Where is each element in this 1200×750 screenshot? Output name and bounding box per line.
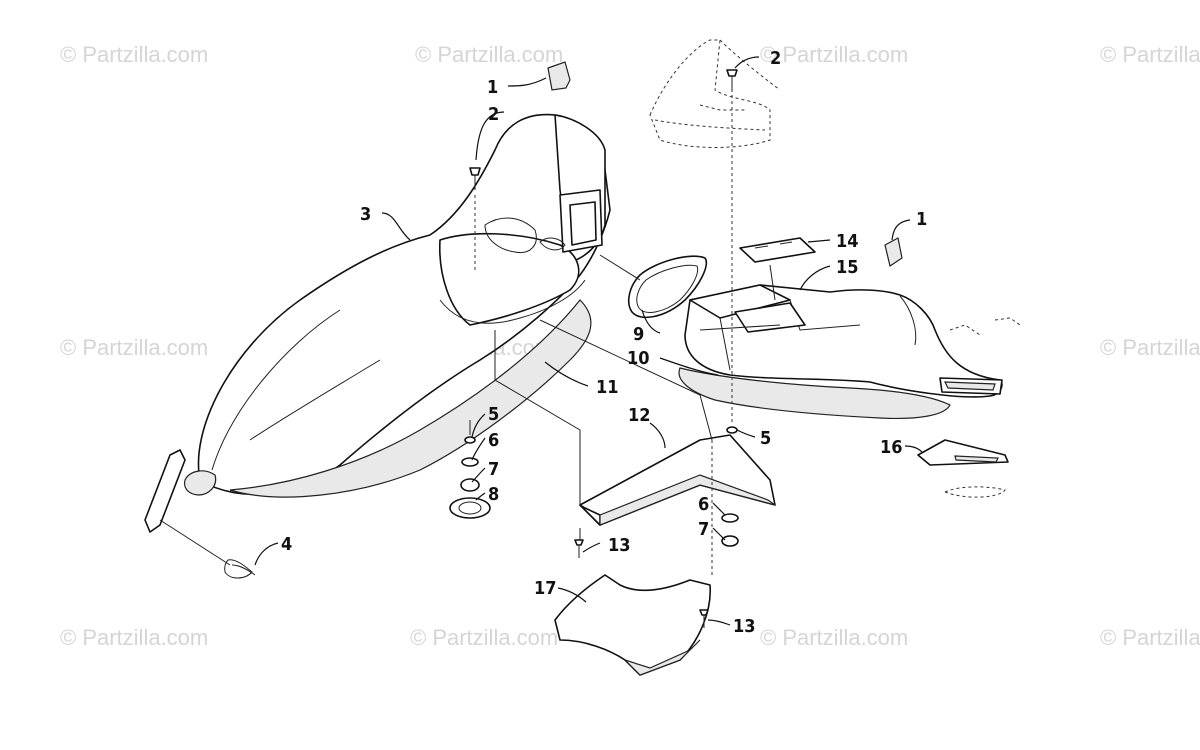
watermark: © Partzilla.com <box>760 42 908 67</box>
plate-part-14 <box>739 237 816 263</box>
callout-12: 12 <box>628 405 651 426</box>
watermark: © Partzilla.com <box>1100 625 1200 650</box>
callout-labels: 1 2 2 3 1 14 15 9 10 11 12 5 6 7 8 5 16 … <box>281 48 927 637</box>
callout-3: 3 <box>360 204 371 225</box>
callout-6: 6 <box>488 430 499 451</box>
clip-part-4 <box>144 449 256 579</box>
callout-13: 13 <box>608 535 631 556</box>
callout-5: 5 <box>488 404 499 425</box>
callout-7: 7 <box>698 519 709 540</box>
callout-10: 10 <box>627 348 650 369</box>
callout-1: 1 <box>916 209 927 230</box>
callout-17: 17 <box>534 578 557 599</box>
watermark: © Partzilla.com <box>60 335 208 360</box>
callout-16: 16 <box>880 437 903 458</box>
callout-9: 9 <box>633 324 644 345</box>
callout-1: 1 <box>487 77 498 98</box>
callout-4: 4 <box>281 534 292 555</box>
callout-6: 6 <box>698 494 709 515</box>
callout-14: 14 <box>836 231 859 252</box>
watermark: © Partzilla.com <box>760 625 908 650</box>
bumper-part-1 <box>547 61 903 267</box>
watermark-layer: © Partzilla.com © Partzilla.com © Partzi… <box>60 42 1200 650</box>
callout-8: 8 <box>488 484 499 505</box>
hardware <box>449 69 739 628</box>
callout-7: 7 <box>488 459 499 480</box>
rear-assembly-part-15 <box>678 284 1003 420</box>
watermark: © Partzilla.com <box>60 42 208 67</box>
gasket-part-9 <box>628 255 707 319</box>
assembly-lines <box>469 254 776 575</box>
watermark: © Partzilla.com <box>1100 335 1200 360</box>
callout-2: 2 <box>488 104 499 125</box>
watermark: © Partzilla.com <box>415 42 563 67</box>
watermark: © Partzilla.com <box>410 625 558 650</box>
callout-11: 11 <box>596 377 619 398</box>
mount-region-top <box>649 39 781 148</box>
watermark: © Partzilla.com <box>60 625 208 650</box>
callout-13: 13 <box>733 616 756 637</box>
callout-15: 15 <box>836 257 859 278</box>
bracket-part-12 <box>579 434 776 526</box>
watermark: © Partzilla.com <box>1100 42 1200 67</box>
callout-2: 2 <box>770 48 781 69</box>
dashed-accents <box>949 317 1021 336</box>
callout-leaders <box>254 56 923 626</box>
trim-part-16 <box>917 439 1009 498</box>
hood-part-3 <box>183 113 611 498</box>
bracket-part-17 <box>554 574 711 676</box>
callout-5: 5 <box>760 428 771 449</box>
